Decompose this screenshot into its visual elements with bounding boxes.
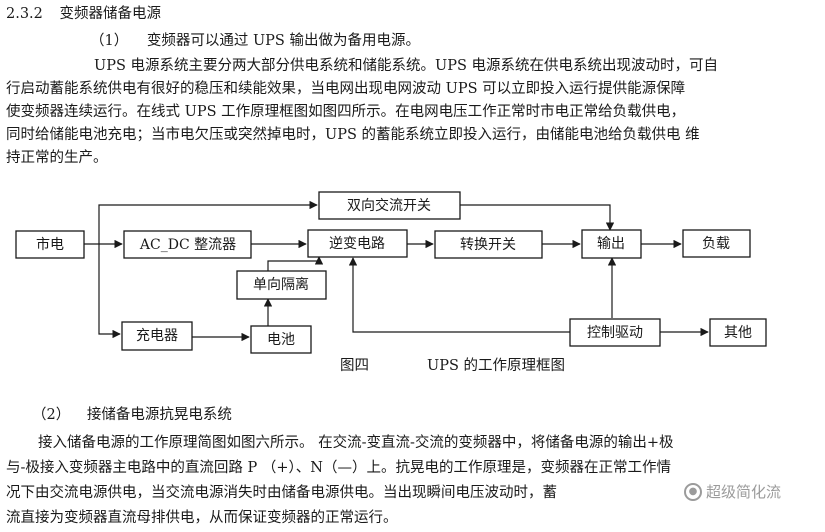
svg-text:输出: 输出 xyxy=(597,236,625,252)
figure-caption-title: UPS 的工作原理框图 xyxy=(427,357,565,374)
para1-line: 使变频器连续运行。在线式 UPS 工作原理框图如图四所示。在电网电压工作正常时市… xyxy=(6,104,686,120)
figure-caption-label: 图四 xyxy=(340,358,369,374)
section-heading: 2.3.2 变频器储备电源 xyxy=(6,5,161,23)
svg-text:电池: 电池 xyxy=(267,332,295,348)
item2-number: （2） xyxy=(32,407,71,423)
node-inverter: 逆变电路 xyxy=(307,229,408,258)
svg-text:单向隔离: 单向隔离 xyxy=(253,276,309,293)
svg-text:转换开关: 转换开关 xyxy=(460,236,516,253)
svg-text:控制驱动: 控制驱动 xyxy=(587,325,643,341)
node-output: 输出 xyxy=(581,229,642,259)
node-battery: 电池 xyxy=(250,325,312,354)
item1-number: （1） xyxy=(90,33,129,49)
node-transfer-switch: 转换开关 xyxy=(434,230,543,259)
node-rectifier: AC_DC 整流器 xyxy=(123,230,252,259)
svg-text:逆变电路: 逆变电路 xyxy=(329,236,385,252)
para1-line: 持正常的生产。 xyxy=(6,150,108,166)
node-isolation: 单向隔离 xyxy=(236,270,327,300)
para1-line: UPS 电源系统主要分两大部分供电系统和储能系统。UPS 电源系统在供电系统出现… xyxy=(94,58,719,74)
item2-title: 接储备电源抗晃电系统 xyxy=(86,407,232,423)
node-mains: 市电 xyxy=(15,230,85,259)
node-load: 负载 xyxy=(682,229,751,258)
node-control-drive: 控制驱动 xyxy=(569,318,661,347)
section-number: 2.3.2 xyxy=(6,6,43,22)
item1-title: 变频器可以通过 UPS 输出做为备用电源。 xyxy=(146,33,420,49)
item1-heading: （1） 变频器可以通过 UPS 输出做为备用电源。 xyxy=(90,32,420,50)
diagram-wires xyxy=(84,200,709,342)
para2-line: 接入储备电源的工作原理简图如图六所示。 在交流-变直流-交流的变频器中，将储备电… xyxy=(38,435,674,451)
node-other: 其他 xyxy=(709,318,767,347)
svg-text:负载: 负载 xyxy=(702,236,730,252)
para2-line: 况下由交流电源供电，当交流电源消失时由储备电源供电。当出现瞬间电压波动时，蓄 xyxy=(6,485,557,501)
wechat-icon: ● xyxy=(684,482,702,501)
para2-line: 流直接为变频器直流母排供电，从而保证变频器的正常运行。 xyxy=(6,510,398,526)
para2-line: 与-极接入变频器主电路中的直流回路 P （+）、N（—）上。抗晃电的工作原理是，… xyxy=(6,460,671,476)
svg-text:其他: 其他 xyxy=(724,325,752,341)
item2-heading: （2） 接储备电源抗晃电系统 xyxy=(32,406,232,424)
svg-text:双向交流开关: 双向交流开关 xyxy=(347,197,431,214)
watermark-text: 超级简化流 xyxy=(706,483,782,501)
svg-text:AC_DC 整流器: AC_DC 整流器 xyxy=(139,237,236,253)
node-charger: 充电器 xyxy=(121,321,193,351)
section-title: 变频器储备电源 xyxy=(59,6,162,22)
node-bidirectional-switch: 双向交流开关 xyxy=(318,191,461,220)
svg-text:充电器: 充电器 xyxy=(136,328,178,344)
ups-block-diagram: 市电 AC_DC 整流器 逆变电路 转换开关 输出 负载 双向交流开关 单向隔离… xyxy=(15,191,767,374)
watermark: ● 超级简化流 xyxy=(684,481,781,502)
svg-text:市电: 市电 xyxy=(36,236,64,253)
para1-line: 同时给储能电池充电；当市电欠压或突然掉电时，UPS 的蓄能系统立即投入运行，由储… xyxy=(6,127,700,143)
para1-line: 行启动蓄能系统供电有很好的稳压和续能效果，当电网出现电网波动 UPS 可以立即投… xyxy=(6,81,686,97)
